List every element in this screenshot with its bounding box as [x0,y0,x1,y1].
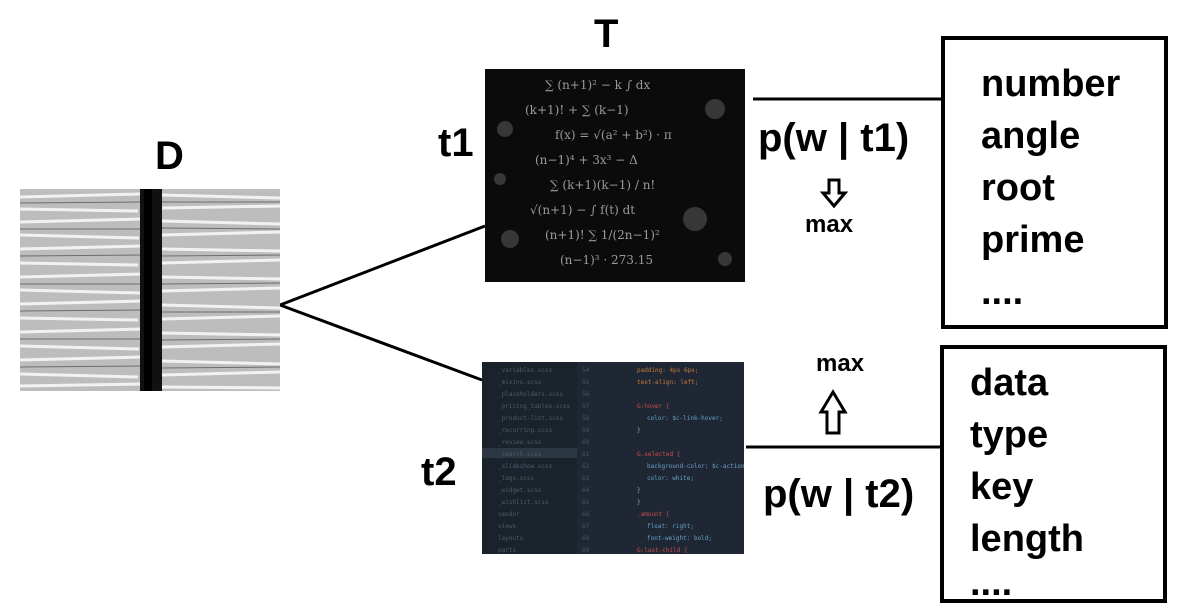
svg-text:∑ (k+1)(k−1) / n!: ∑ (k+1)(k−1) / n! [550,178,655,192]
word-box-t1-item: number [981,63,1121,105]
svg-text:61: 61 [582,451,590,458]
svg-text:(n−1)³ · 273.15: (n−1)³ · 273.15 [560,253,653,267]
svg-text:60: 60 [582,439,590,446]
svg-text:_tags.scss: _tags.scss [498,475,535,482]
label-t2: t2 [421,450,457,494]
svg-text:55: 55 [582,379,590,386]
word-box-t1-item: angle [981,115,1081,157]
svg-text:63: 63 [582,475,590,482]
svg-text:vendor: vendor [498,511,520,518]
svg-text:56: 56 [582,391,590,398]
svg-text:.amount {: .amount { [637,511,670,518]
svg-text:(k+1)! + ∑ (k−1): (k+1)! + ∑ (k−1) [525,103,629,117]
svg-text:_recurring.scss: _recurring.scss [498,427,553,434]
label-t1: t1 [438,121,474,165]
code-image: _variables.scss _mixins.scss _placeholder… [482,362,744,554]
svg-text:&:last-child {: &:last-child { [637,547,688,554]
svg-text:}: } [637,499,641,506]
word-box-t2: data type key length .... [940,345,1167,603]
svg-text:(n+1)! ∑ 1/(2n−1)²: (n+1)! ∑ 1/(2n−1)² [545,228,660,242]
svg-text:_wishlist.scss: _wishlist.scss [498,499,549,506]
svg-text:66: 66 [582,511,590,518]
label-max-2: max [816,350,865,377]
label-p-t2: p(w | t2) [763,472,915,516]
svg-text:57: 57 [582,403,590,410]
svg-text:font-weight: bold;: font-weight: bold; [647,535,712,542]
svg-text:(n−1)⁴ + 3x³ − Δ: (n−1)⁴ + 3x³ − Δ [535,153,638,167]
word-box-t2-item: length [970,518,1084,560]
svg-text:views: views [498,523,516,530]
svg-text:&:hover {: &:hover { [637,403,670,410]
svg-text:∑ (n+1)² − k ∫ dx: ∑ (n+1)² − k ∫ dx [545,78,650,92]
svg-text:color: white;: color: white; [647,475,694,482]
svg-text:58: 58 [582,415,590,422]
svg-text:59: 59 [582,427,590,434]
svg-text:parts: parts [498,547,516,554]
svg-text:}: } [637,427,641,434]
label-d: D [155,134,184,178]
line-d-to-t1 [279,224,486,307]
svg-text:62: 62 [582,463,590,470]
svg-text:_pricing_tables.scss: _pricing_tables.scss [498,403,571,410]
math-image: ∑ (n+1)² − k ∫ dx (k+1)! + ∑ (k−1) f(x) … [485,69,745,282]
svg-text:color: $c-link-hover;: color: $c-link-hover; [647,415,723,422]
word-box-t2-item: .... [970,562,1013,604]
svg-text:67: 67 [582,523,590,530]
word-box-t1-item: .... [981,271,1024,313]
svg-text:}: } [637,487,641,494]
documents-image [20,189,280,391]
svg-text:_product-list.scss: _product-list.scss [498,415,563,422]
word-box-t2-item: key [970,466,1034,508]
svg-text:&.selected {: &.selected { [637,451,680,458]
word-box-t2-item: data [970,362,1049,404]
svg-text:√(n+1) − ∫ f(t) dt: √(n+1) − ∫ f(t) dt [530,203,635,217]
svg-text:_widget.scss: _widget.scss [498,487,542,494]
svg-text:68: 68 [582,535,590,542]
code-editor-icon: _variables.scss _mixins.scss _placeholder… [482,362,744,554]
svg-text:_placeholders.scss: _placeholders.scss [498,391,563,398]
word-box-t1: number angle root prime .... [941,36,1168,329]
svg-text:padding: 4px 6px;: padding: 4px 6px; [637,367,698,374]
svg-text:65: 65 [582,499,590,506]
svg-text:_variables.scss: _variables.scss [498,367,553,374]
word-box-t1-item: prime [981,219,1085,261]
word-box-t2-item: type [970,414,1049,456]
svg-text:text-align: left;: text-align: left; [637,379,698,386]
svg-text:_mixins.scss: _mixins.scss [498,379,542,386]
line-d-to-t2 [279,303,483,382]
svg-text:54: 54 [582,367,590,374]
math-formulas-icon: ∑ (n+1)² − k ∫ dx (k+1)! + ∑ (k−1) f(x) … [485,69,745,282]
svg-text:_review.scss: _review.scss [498,439,542,446]
svg-text:f(x) = √(a² + b²) · π: f(x) = √(a² + b²) · π [555,128,672,142]
label-p-t1: p(w | t1) [758,116,910,160]
svg-text:_slideshow.scss: _slideshow.scss [498,463,553,470]
svg-text:_search.scss: _search.scss [498,451,542,458]
svg-text:float: right;: float: right; [647,523,694,530]
svg-text:layouts: layouts [498,535,524,542]
svg-text:64: 64 [582,487,590,494]
label-max-1: max [805,211,854,238]
arrow-up-icon [818,389,848,435]
arrow-down-icon [819,178,849,209]
svg-text:background-color: $c-action;: background-color: $c-action; [647,463,744,470]
svg-text:69: 69 [582,547,590,554]
label-t: T [594,12,619,56]
paper-stack-icon [20,189,280,391]
word-box-t1-item: root [981,167,1055,209]
